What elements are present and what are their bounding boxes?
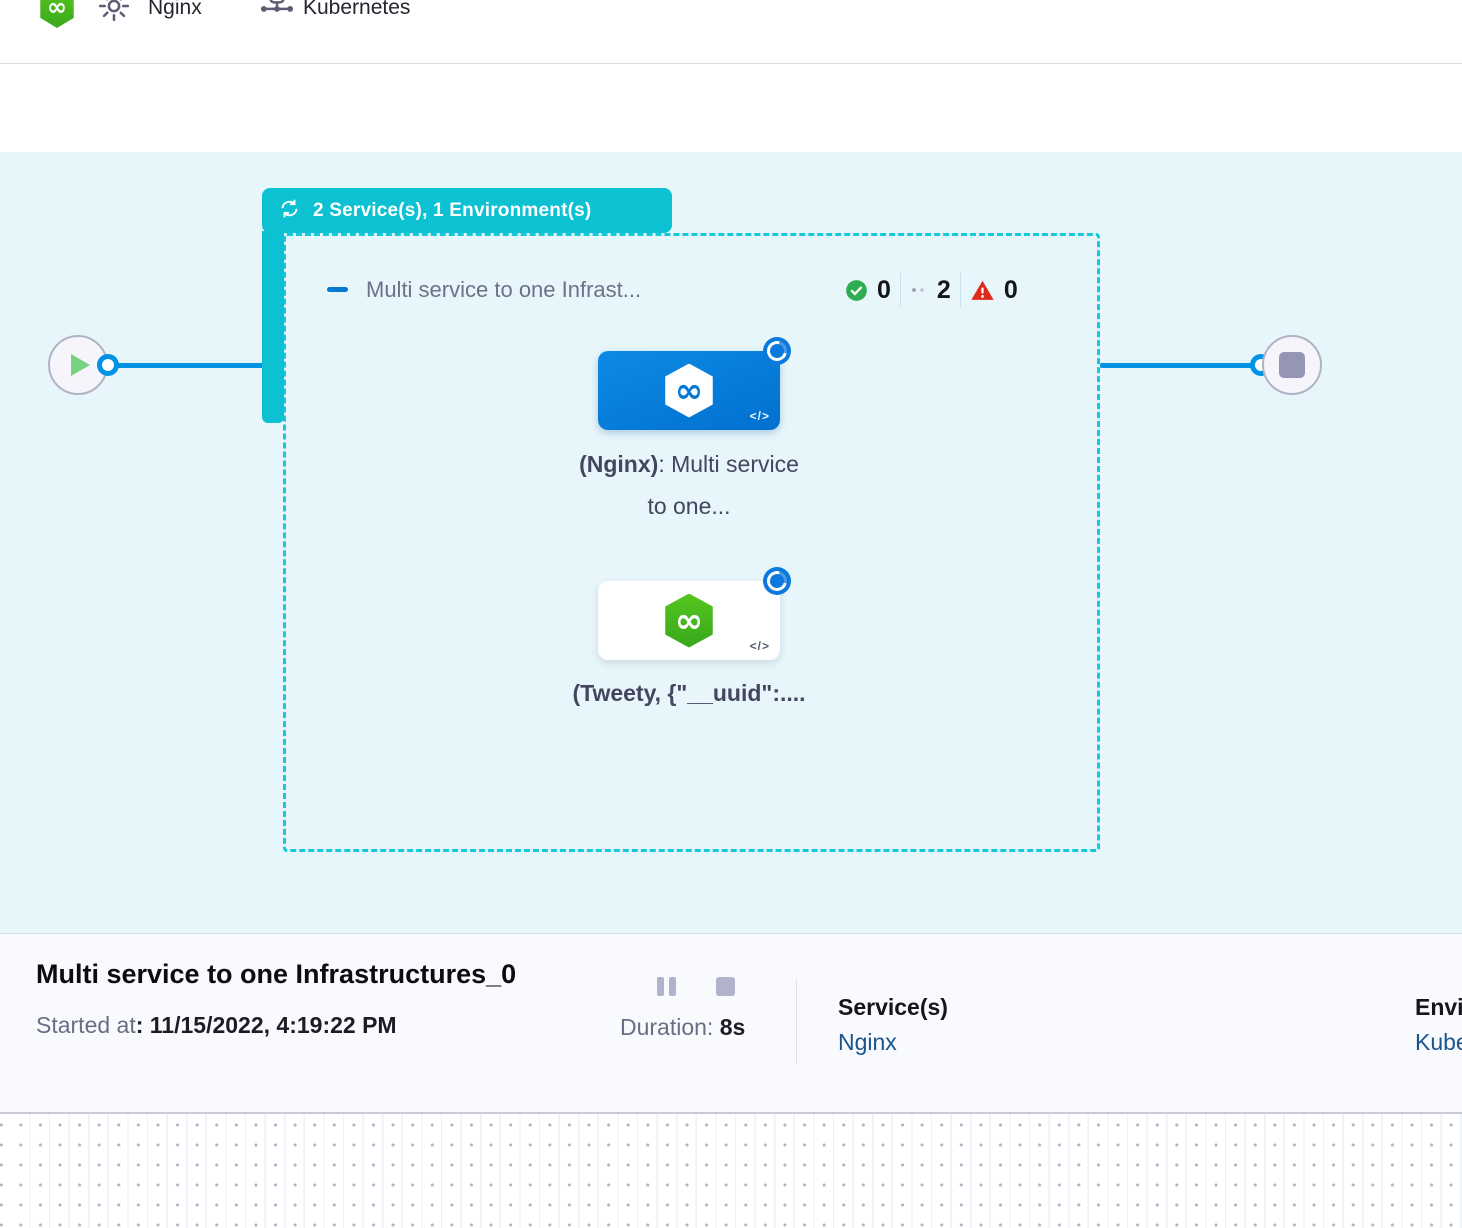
code-icon: </> [749, 409, 770, 423]
environments-value-link[interactable]: Kubernetes [1415, 1029, 1462, 1055]
service-node-tweety[interactable]: ∞ </> [598, 581, 780, 660]
started-at-value: : 11/15/2022, 4:19:22 PM [135, 1012, 397, 1038]
stage-status-counts: 0 2 0 [845, 271, 1018, 309]
breadcrumb-service-name[interactable]: Nginx [148, 0, 202, 19]
stage-group-badge-label: 2 Service(s), 1 Environment(s) [313, 199, 592, 221]
running-dots-icon [910, 285, 928, 295]
harness-service-icon: ∞ [665, 363, 713, 418]
pause-icon [669, 977, 676, 996]
service-node-tweety-label: (Tweety, {"__uuid":.... [572, 680, 806, 706]
execution-tabbar: Pipeline Inputs Policy Evaluations [0, 64, 1462, 216]
started-at-label: Started at [36, 1012, 136, 1038]
top-header: ∞ Nginx Kubernetes [0, 0, 1462, 64]
execution-summary-bar: Multi service to one Infrastructures_0 S… [0, 933, 1462, 1112]
loop-icon [278, 197, 301, 225]
console-grid-area [0, 1112, 1462, 1228]
duration-label: Duration: [620, 1014, 714, 1040]
duration-row: Duration: 8s [620, 1014, 745, 1041]
duration-value: 8s [719, 1014, 746, 1040]
services-value-link[interactable]: Nginx [838, 1029, 897, 1055]
services-label: Service(s) [838, 994, 948, 1020]
pipeline-start-node [48, 335, 108, 395]
environments-label: Environment(s) [1415, 994, 1462, 1020]
gear-icon[interactable] [96, 0, 132, 29]
running-count: 2 [936, 275, 951, 304]
flow-line-left [117, 363, 265, 368]
stage-group-selection-box[interactable] [283, 233, 1100, 852]
harness-logo-icon: ∞ [40, 0, 74, 28]
code-icon: </> [749, 639, 770, 653]
stage-group-strip [262, 231, 284, 423]
failed-count: 0 [1003, 275, 1018, 304]
start-connector-dot [97, 354, 119, 376]
failed-warning-icon [970, 278, 995, 303]
stage-title[interactable]: Multi service to one Infrast... [366, 277, 642, 302]
service-node-nginx-label: (Nginx): Multi service to one... [579, 451, 799, 519]
collapse-minus-icon[interactable] [327, 287, 348, 292]
pause-icon [657, 977, 664, 996]
footer-divider [796, 979, 797, 1064]
abort-button[interactable] [716, 977, 735, 996]
started-at-row: Started at: 11/15/2022, 4:19:22 PM [36, 1012, 397, 1039]
node-status-spinner [763, 567, 791, 595]
service-node-nginx[interactable]: ∞ </> [598, 351, 780, 430]
stage-group-badge[interactable]: 2 Service(s), 1 Environment(s) [262, 188, 672, 233]
stop-icon [1279, 352, 1305, 378]
harness-service-icon: ∞ [665, 593, 713, 648]
breadcrumb-infra-name[interactable]: Kubernetes [303, 0, 411, 19]
success-count: 0 [877, 275, 891, 304]
play-icon [71, 354, 90, 376]
flow-line-right [1100, 363, 1252, 368]
pipeline-end-node [1262, 335, 1322, 395]
pipeline-canvas: 2 Service(s), 1 Environment(s) Multi ser… [0, 152, 1462, 933]
node-status-spinner [763, 337, 791, 365]
pause-button[interactable] [657, 977, 676, 996]
success-count-icon [845, 279, 868, 302]
kubernetes-cluster-icon[interactable] [258, 0, 296, 30]
execution-title: Multi service to one Infrastructures_0 [36, 959, 517, 989]
